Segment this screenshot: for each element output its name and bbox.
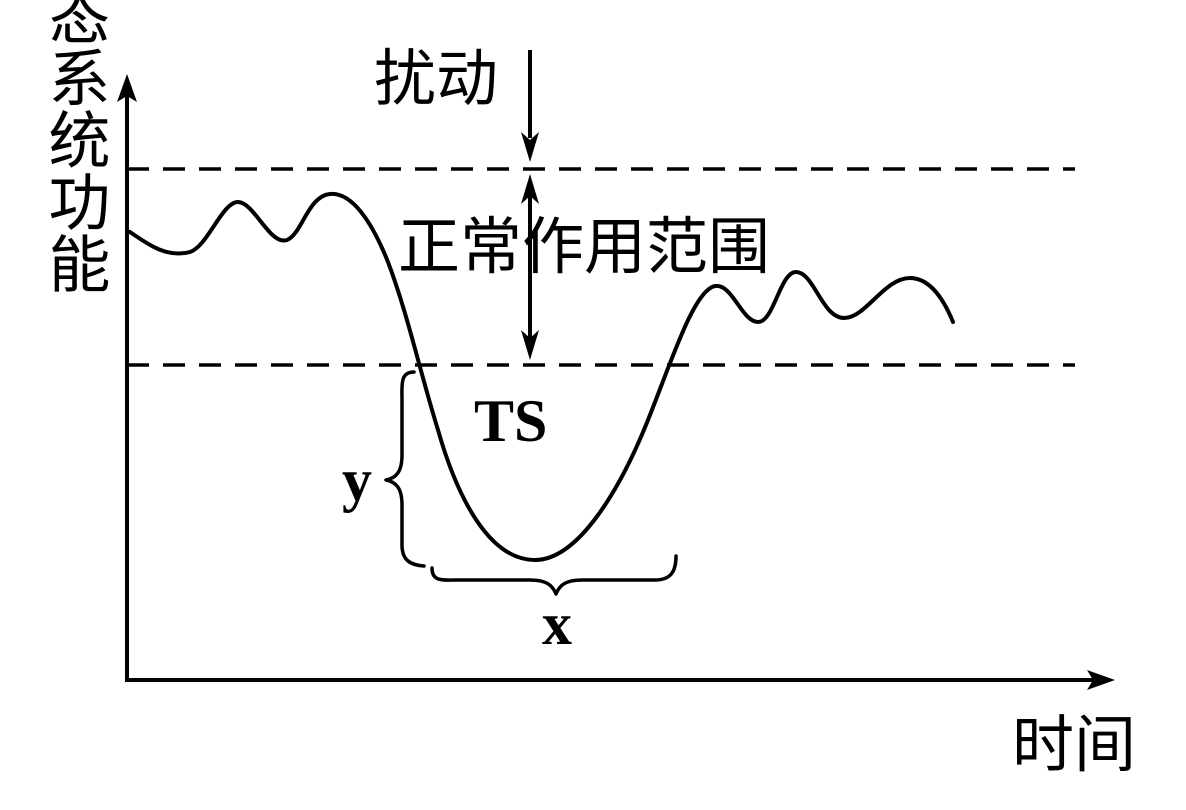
x-label: x bbox=[542, 591, 572, 657]
function-curve bbox=[128, 191, 955, 562]
normal-range-label: 正常作用范围 bbox=[398, 210, 770, 283]
x-brace bbox=[430, 554, 678, 596]
normal-range-arrowhead-up bbox=[521, 174, 539, 204]
disturbance-arrowhead bbox=[521, 132, 539, 162]
x-axis-arrowhead bbox=[1087, 670, 1115, 690]
y-brace bbox=[384, 370, 426, 568]
normal-range-arrowhead-down bbox=[521, 330, 539, 360]
y-label: y bbox=[342, 447, 372, 513]
y-axis-label: 生态系统功能 bbox=[38, 0, 111, 294]
y-axis-arrowhead bbox=[117, 74, 137, 102]
x-axis-label: 时间 bbox=[1012, 708, 1136, 781]
disturbance-label: 扰动 bbox=[374, 42, 498, 115]
ts-label: TS bbox=[474, 388, 547, 454]
